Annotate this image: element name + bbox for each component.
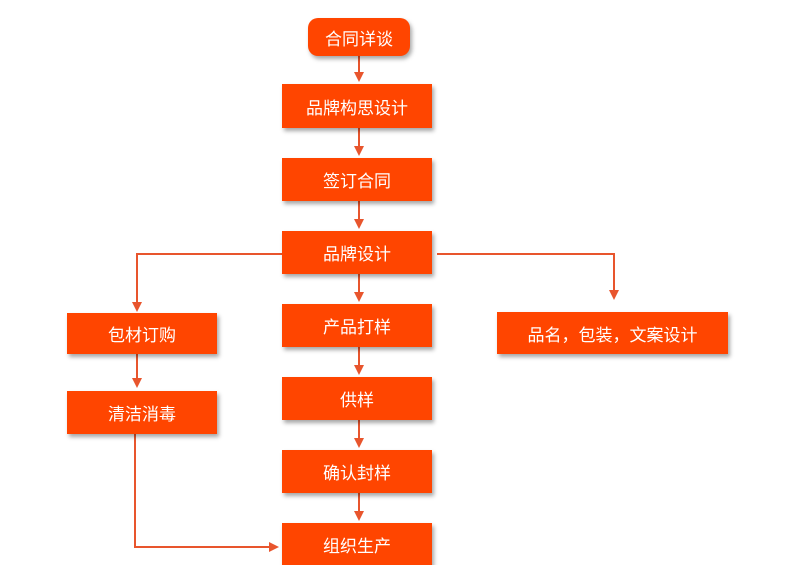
step-name-package-copy: 品名，包装，文案设计 bbox=[497, 312, 728, 354]
step-product-sampling: 产品打样 bbox=[282, 304, 432, 347]
step-production: 组织生产 bbox=[282, 523, 432, 565]
arrow-brand-to-packaging bbox=[132, 253, 282, 312]
arrow-brand-to-copy bbox=[437, 253, 619, 300]
step-sample-supply: 供样 bbox=[282, 377, 432, 420]
step-sign-contract: 签订合同 bbox=[282, 158, 432, 201]
step-brand-design: 品牌设计 bbox=[282, 231, 432, 274]
step-brand-concept: 品牌构思设计 bbox=[282, 84, 432, 128]
step-confirm-seal: 确认封样 bbox=[282, 450, 432, 493]
arrow-cleaning-to-production bbox=[134, 434, 279, 552]
step-packaging-purchase: 包材订购 bbox=[67, 313, 217, 354]
step-negotiate: 合同详谈 bbox=[308, 18, 410, 56]
step-cleaning: 清洁消毒 bbox=[67, 391, 217, 434]
